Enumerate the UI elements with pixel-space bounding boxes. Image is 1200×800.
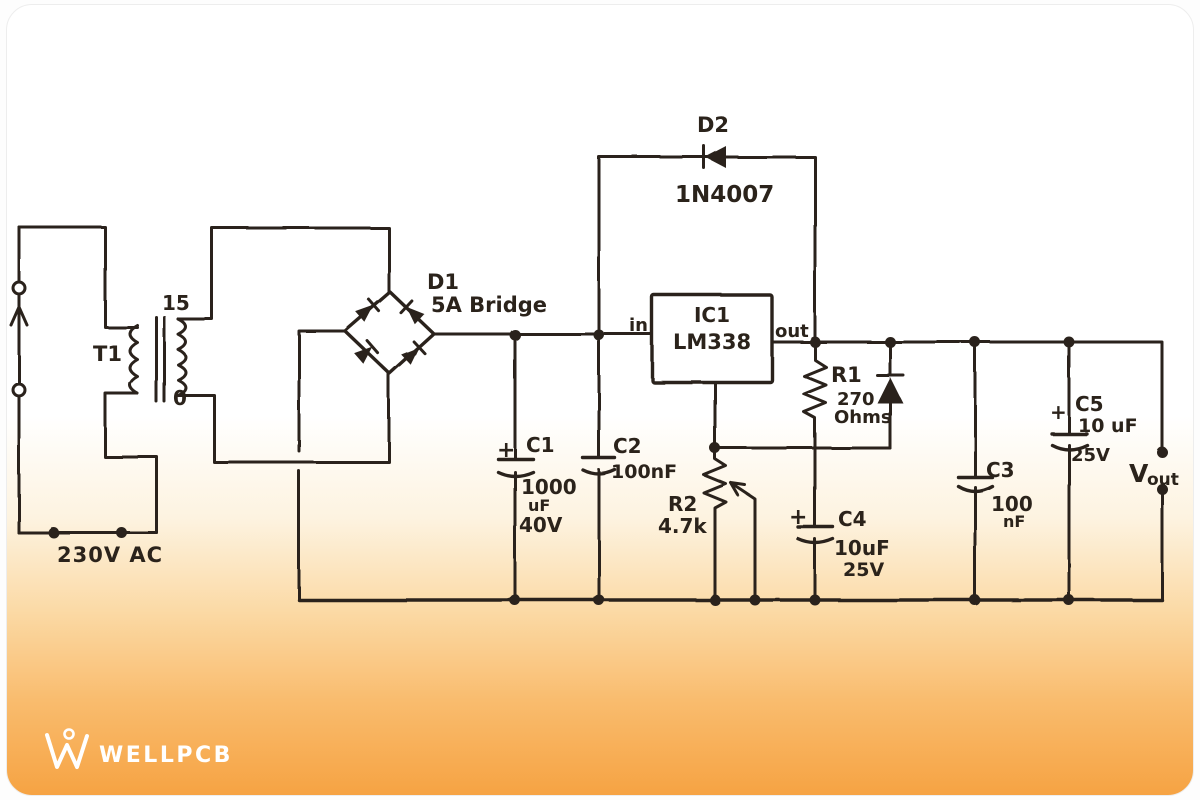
secondary-coil xyxy=(176,317,187,397)
ic1-pin-out-label: out xyxy=(775,321,809,342)
ic1-part-label: LM338 xyxy=(673,330,751,354)
capacitor-c2-symbol xyxy=(581,333,617,602)
c3-plate-bottom xyxy=(956,484,994,493)
c1-value-label: 1000 xyxy=(521,475,577,499)
bridge-ref-label: D1 xyxy=(427,270,459,294)
ac-terminal-top xyxy=(11,280,27,296)
wire-output-rail xyxy=(770,340,1164,454)
d2-ref-label: D2 xyxy=(697,113,729,137)
schematic-graphics xyxy=(9,144,1168,606)
wire-secondary-top xyxy=(176,226,391,321)
transformer-t1-symbol xyxy=(128,315,187,403)
c1-ref-label: C1 xyxy=(526,433,555,457)
c5-ref-label: C5 xyxy=(1075,392,1104,416)
capacitor-c5-symbol xyxy=(1050,340,1089,602)
bridge-diode-icon xyxy=(399,299,425,325)
secondary-bottom-label: 0 xyxy=(173,386,187,410)
transformer-core xyxy=(154,315,166,403)
diode-d2-symbol xyxy=(597,144,817,344)
ac-arrow-icon xyxy=(9,305,29,387)
ac-terminal-bottom xyxy=(11,382,27,398)
c5-plus-sign: + xyxy=(1050,400,1067,424)
junction-dot xyxy=(116,527,128,539)
ic1-ref-label: IC1 xyxy=(694,303,730,327)
r1-ref-label: R1 xyxy=(831,363,862,387)
r2-zigzag-and-leads xyxy=(702,446,728,602)
c3-value-label: 100 xyxy=(991,492,1033,516)
c1-plus-sign: + xyxy=(497,438,515,463)
c4-value-label: 10uF xyxy=(834,536,890,560)
r2-value-label: 4.7k xyxy=(658,514,707,538)
ic1-box xyxy=(650,293,774,384)
wire-primary-top xyxy=(17,225,139,329)
diode-d3-symbol xyxy=(875,340,905,450)
c1-unit-label: uF xyxy=(528,496,550,515)
c5-plate-bottom xyxy=(1050,443,1089,452)
bridge-diode-icon xyxy=(401,340,427,366)
transformer-ref-label: T1 xyxy=(93,342,122,366)
vout-terminal-top xyxy=(1156,446,1168,458)
capacitor-c3-symbol xyxy=(956,340,994,602)
r1-value-label: 270 xyxy=(837,389,875,410)
d2-triangle xyxy=(705,146,726,168)
ac-input-label: 230V AC xyxy=(57,543,163,567)
c2-plate-bottom xyxy=(581,468,617,476)
junction-dots xyxy=(509,329,1075,606)
vout-label: V xyxy=(1129,459,1149,488)
c1-voltage-label: 40V xyxy=(519,513,563,537)
wellpcb-w-icon xyxy=(45,728,89,769)
c2-ref-label: C2 xyxy=(613,434,642,458)
r1-zigzag-and-leads xyxy=(802,340,828,602)
c3-ref-label: C3 xyxy=(986,458,1015,482)
capacitor-c4-symbol xyxy=(796,525,835,545)
wire-bridge-negative xyxy=(297,329,347,602)
c4-ref-label: C4 xyxy=(838,507,867,531)
d3-triangle xyxy=(877,377,903,403)
primary-coil xyxy=(128,323,139,395)
c4-plate-bottom xyxy=(796,537,835,545)
bridge-desc-label: 5A Bridge xyxy=(431,293,547,317)
r1-unit-label: Ohms xyxy=(834,407,892,428)
r2-wiper-arrow xyxy=(729,481,757,602)
capacitor-c1-symbol xyxy=(496,333,535,602)
c3-unit-label: nF xyxy=(1003,512,1025,531)
junction-dot xyxy=(48,527,60,539)
c5-voltage-label: 25V xyxy=(1071,445,1110,466)
c4-voltage-label: 25V xyxy=(843,559,884,581)
c5-value-label: 10 uF xyxy=(1078,415,1138,437)
vout-sub-label: out xyxy=(1147,470,1179,490)
potentiometer-r2-symbol xyxy=(702,446,757,602)
bridge-diode-icon xyxy=(355,297,381,323)
ac-input-wires xyxy=(9,225,159,539)
circuit-schematic: T1 15 0 230V AC D1 5A Bridge C1 + 1000 u… xyxy=(9,113,1179,769)
schematic-labels: T1 15 0 230V AC D1 5A Bridge C1 + 1000 u… xyxy=(57,113,1179,581)
ic1-pin-in-label: in xyxy=(629,315,648,336)
brand-logo-text: WELLPCB xyxy=(99,743,233,768)
c2-value-label: 100nF xyxy=(611,461,677,483)
bridge-diode-icon xyxy=(354,339,380,365)
bridge-diamond xyxy=(343,290,436,376)
brand-logo: WELLPCB xyxy=(45,728,233,769)
c4-plus-sign: + xyxy=(789,505,807,530)
vout-terminal-bottom xyxy=(1156,483,1168,495)
wire-secondary-bottom xyxy=(176,372,391,464)
schematic-card: T1 15 0 230V AC D1 5A Bridge C1 + 1000 u… xyxy=(6,4,1194,796)
d2-part-label: 1N4007 xyxy=(675,182,774,208)
resistor-r1-symbol xyxy=(802,340,828,602)
c1-plate-bottom xyxy=(496,470,535,478)
bridge-rectifier-d1-symbol xyxy=(343,290,436,376)
secondary-top-label: 15 xyxy=(162,291,190,315)
wire-primary-bottom xyxy=(103,391,159,535)
r2-ref-label: R2 xyxy=(668,492,697,516)
